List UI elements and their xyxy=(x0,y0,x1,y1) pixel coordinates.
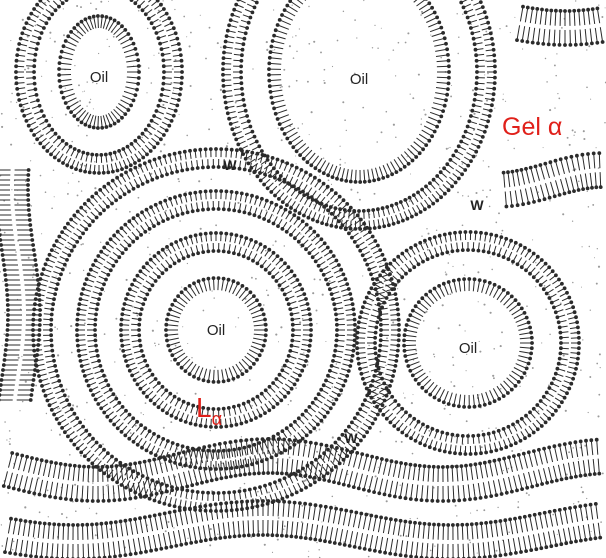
water-label-1: W xyxy=(223,157,237,173)
oil-label-top-left: Oil xyxy=(90,69,108,86)
gel-sheet-top xyxy=(515,4,605,47)
lamellar-sheet-2 xyxy=(3,499,603,558)
bilayer-center-right-ring-1-inner-leaflet xyxy=(367,242,569,444)
lamellar-alpha-subscript: α xyxy=(212,409,222,429)
lamellar-sheet-1 xyxy=(1,437,602,503)
lamellar-main-symbol: L xyxy=(196,392,212,423)
oil-label-top-center: Oil xyxy=(350,71,368,88)
bilayer-top-left-ring-inner-leaflet xyxy=(26,0,172,163)
water-label-3: W xyxy=(344,430,358,446)
bilayer-top-center-ring-outer-leaflet xyxy=(221,0,497,231)
bilayer-top-left-ring-outer-leaflet xyxy=(14,0,184,175)
bilayer-center-left-ring-1-outer-leaflet xyxy=(119,231,313,429)
bilayer-top-center-ring-inner-leaflet xyxy=(233,0,485,219)
bilayer-center-right-ring-1-outer-leaflet xyxy=(355,230,581,456)
water-label-2: W xyxy=(470,197,484,213)
oil-droplet-center-left-monolayer xyxy=(164,276,268,384)
gel-alpha-phase-label: Gel α xyxy=(502,113,562,141)
oil-droplet-top-left-monolayer xyxy=(57,14,141,130)
oil-label-center-left: Oil xyxy=(207,322,225,339)
lamellar-alpha-phase-label: Lα xyxy=(196,392,222,429)
gel-sheet-mid xyxy=(501,151,603,209)
bilayer-center-left-ring-2-inner-leaflet xyxy=(87,200,345,460)
oil-droplet-center-right-monolayer xyxy=(402,277,534,409)
oil-droplet-top-center-monolayer xyxy=(267,0,451,184)
left-edge-sheet xyxy=(0,168,42,402)
bilayer-center-left-ring-1-inner-leaflet xyxy=(131,242,301,418)
oil-label-center-right: Oil xyxy=(459,340,477,357)
bilayer-center-left-ring-2-outer-leaflet xyxy=(75,189,357,471)
